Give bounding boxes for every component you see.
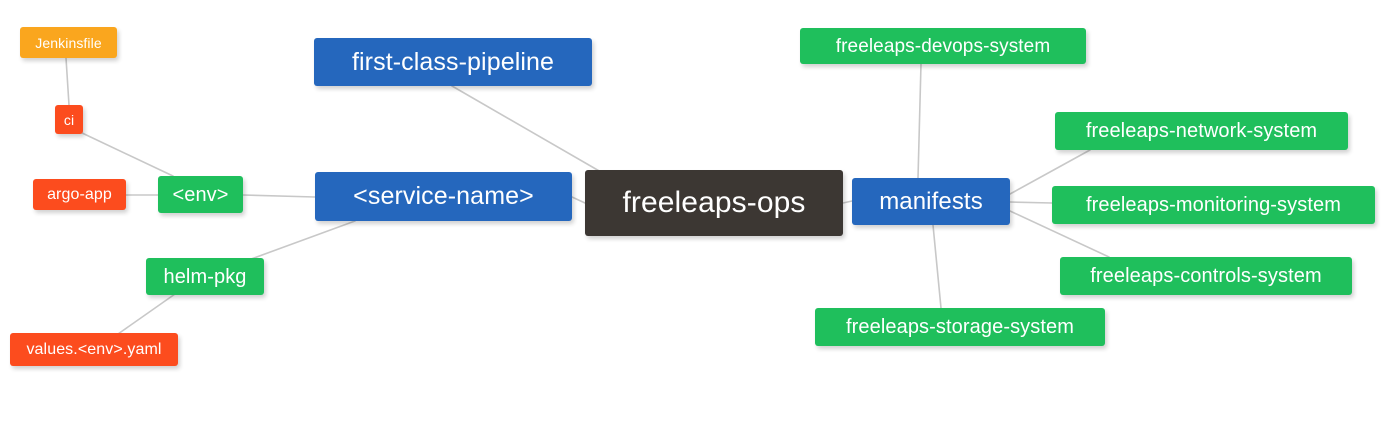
node-helm-pkg[interactable]: helm-pkg [146, 258, 264, 295]
node-label: argo-app [47, 185, 112, 203]
edge-manifests-to-freeleaps-devops-system [917, 63, 922, 179]
node-label: freeleaps-ops [622, 186, 806, 219]
edge-helm-pkg-to-values-env-yaml [117, 293, 176, 335]
node-env[interactable]: <env> [158, 176, 243, 213]
node-jenkinsfile[interactable]: Jenkinsfile [20, 27, 117, 58]
node-label: manifests [879, 187, 983, 215]
node-service-name[interactable]: <service-name> [315, 172, 572, 221]
node-freeleaps-devops-system[interactable]: freeleaps-devops-system [800, 28, 1086, 64]
edge-ci-to-jenkinsfile [65, 57, 70, 106]
node-label: freeleaps-devops-system [835, 35, 1051, 57]
edge-service-name-to-helm-pkg [242, 220, 356, 263]
edge-env-to-ci [79, 131, 174, 177]
node-argo-app[interactable]: argo-app [33, 179, 126, 210]
edge-service-name-to-env [242, 194, 316, 198]
node-manifests[interactable]: manifests [852, 178, 1010, 225]
node-freeleaps-network-system[interactable]: freeleaps-network-system [1055, 112, 1348, 150]
node-label: freeleaps-controls-system [1090, 265, 1322, 287]
node-label: freeleaps-monitoring-system [1085, 194, 1341, 216]
node-label: helm-pkg [163, 265, 247, 288]
edge-freeleaps-ops-to-service-name [571, 196, 586, 204]
edge-freeleaps-ops-to-first-class-pipeline [451, 85, 602, 173]
node-label: <env> [172, 183, 229, 206]
node-label: freeleaps-network-system [1085, 120, 1318, 142]
edge-freeleaps-ops-to-manifests [842, 200, 853, 204]
edge-manifests-to-freeleaps-monitoring-system [1009, 201, 1053, 204]
node-label: first-class-pipeline [351, 47, 555, 76]
node-label: freeleaps-storage-system [845, 316, 1075, 338]
node-first-class-pipeline[interactable]: first-class-pipeline [314, 38, 592, 86]
node-label: values.<env>.yaml [26, 340, 162, 358]
node-freeleaps-storage-system[interactable]: freeleaps-storage-system [815, 308, 1105, 346]
node-label: ci [63, 111, 75, 128]
node-freeleaps-controls-system[interactable]: freeleaps-controls-system [1060, 257, 1352, 295]
node-freeleaps-ops[interactable]: freeleaps-ops [585, 170, 843, 236]
node-label: <service-name> [353, 182, 534, 210]
node-label: Jenkinsfile [35, 34, 102, 51]
edge-manifests-to-freeleaps-storage-system [932, 224, 942, 309]
node-values-env-yaml[interactable]: values.<env>.yaml [10, 333, 178, 366]
node-freeleaps-monitoring-system[interactable]: freeleaps-monitoring-system [1052, 186, 1375, 224]
node-ci[interactable]: ci [55, 105, 83, 134]
